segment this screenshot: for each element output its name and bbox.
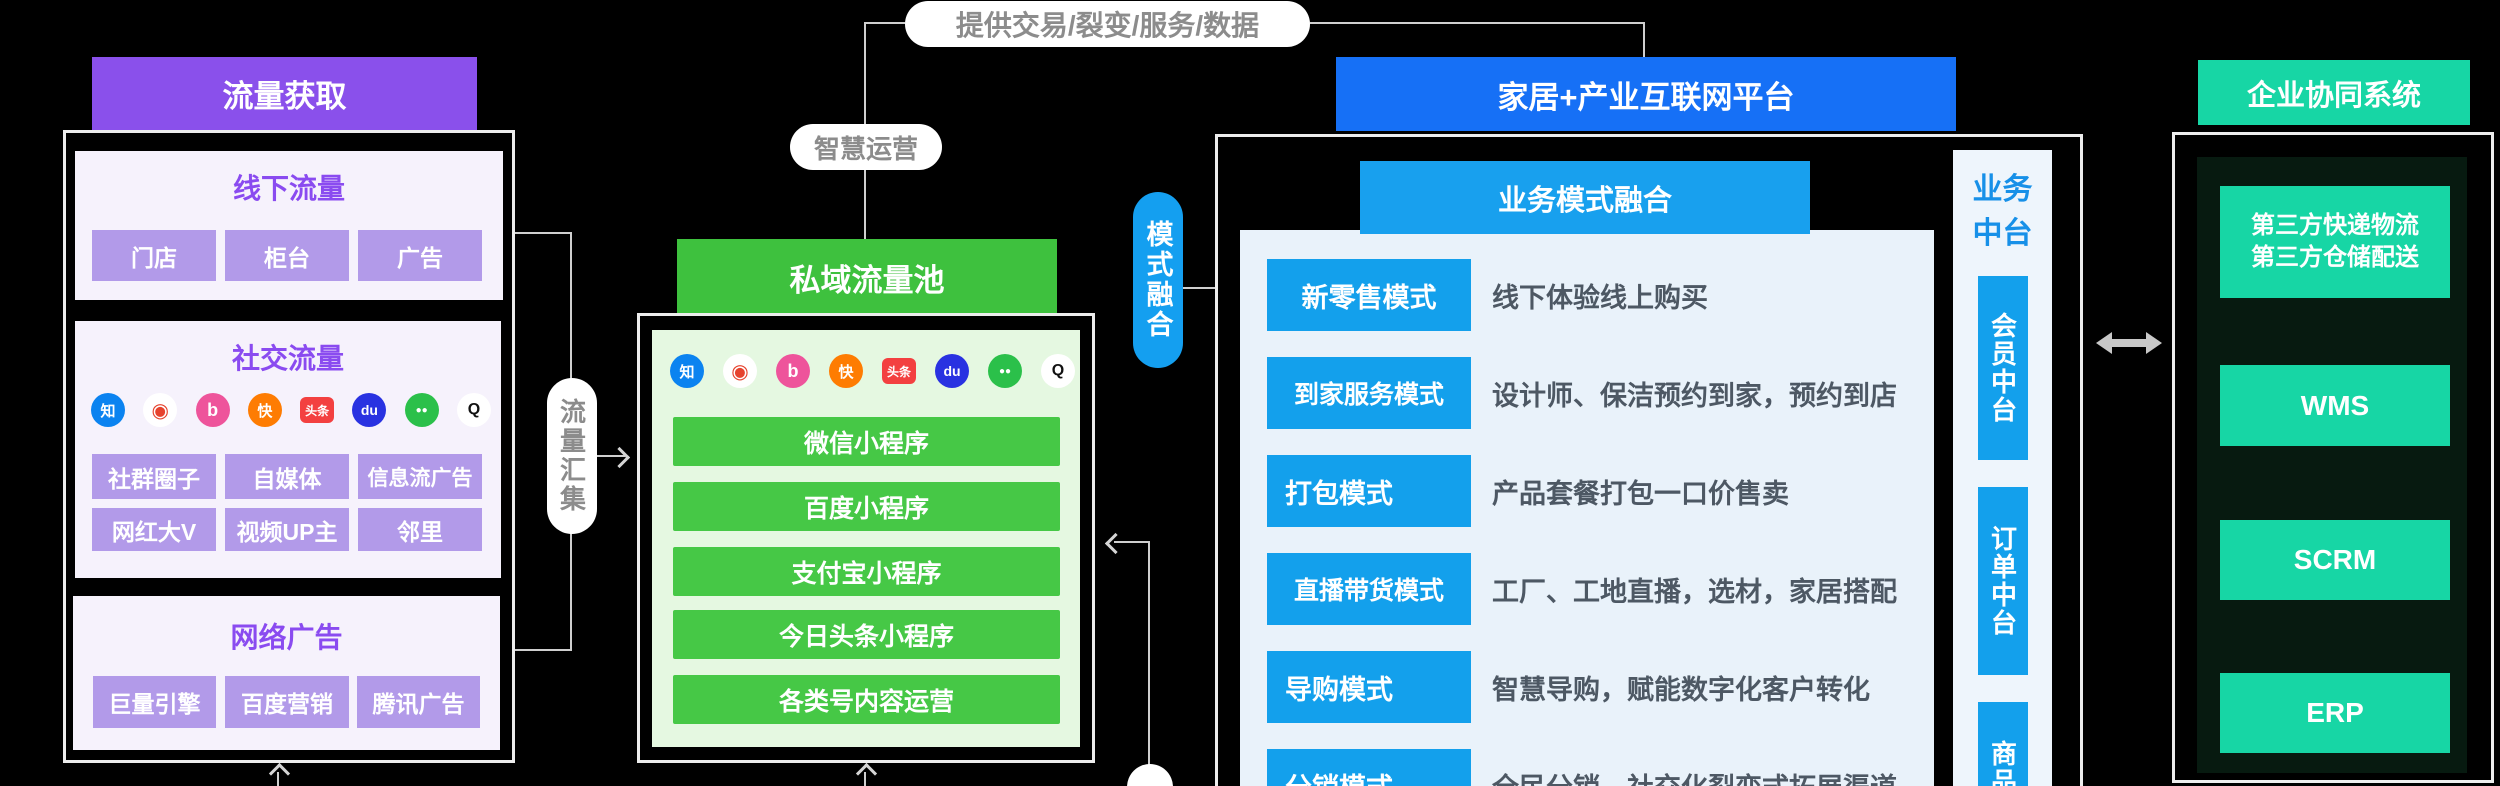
exchange-arrow-right-icon: [2146, 332, 2162, 354]
industry-platform-container: 业务模式融合 新零售模式 线下体验线上购买 到家服务模式 设计师、保洁预约到家，…: [1215, 134, 2083, 786]
bundle-node: 打包模式: [1267, 455, 1471, 527]
home-service-desc: 设计师、保洁预约到家，预约到店: [1492, 380, 1897, 411]
smart-operations-pill: 智慧运营: [790, 124, 942, 170]
alipay-miniprogram-node: 支付宝小程序: [673, 547, 1060, 596]
connector-platform-drop: [1643, 22, 1645, 57]
livestream-node: 直播带货模式: [1267, 553, 1471, 625]
home-service-node: 到家服务模式: [1267, 357, 1471, 429]
member-center-node: 会员中台: [1978, 276, 2028, 460]
wechat-icon: ●●: [404, 393, 439, 427]
social-traffic-title: 社交流量: [231, 343, 344, 374]
new-retail-node: 新零售模式: [1267, 259, 1471, 331]
return-line-vertical: [1148, 542, 1150, 770]
scrm-node: SCRM: [2220, 520, 2450, 600]
arrow-to-pool-head-icon: [608, 446, 631, 469]
product-center-node: 商品中台: [1978, 702, 2028, 786]
erp-node: ERP: [2220, 673, 2450, 753]
baidu-marketing-node: 百度营销: [225, 676, 349, 728]
toutiao-miniprogram-node: 今日头条小程序: [673, 610, 1060, 659]
logistics-line2: 第三方仓储配送: [2251, 244, 2419, 271]
ads-node: 广告: [358, 230, 482, 281]
left-up-arrow-stem: [277, 772, 279, 786]
new-retail-desc: 线下体验线上购买: [1492, 282, 1708, 313]
qq-icon: Q: [1041, 354, 1075, 388]
online-ads-group: 网络广告 巨量引擎 百度营销 腾讯广告: [73, 596, 500, 750]
kuaishou-icon: 快: [829, 354, 863, 388]
mode-fusion-pill: 模式融合: [1133, 192, 1183, 368]
self-media-node: 自媒体: [225, 454, 349, 499]
flow-collect-pill: 流量汇集: [547, 378, 597, 534]
neighborhood-node: 邻里: [358, 508, 482, 551]
middle-up-arrow-stem: [864, 772, 866, 786]
juliang-engine-node: 巨量引擎: [93, 676, 216, 728]
distribution-node: 分销模式: [1267, 749, 1471, 786]
community-circle-node: 社群圈子: [92, 454, 216, 499]
content-operation-node: 各类号内容运营: [673, 675, 1060, 724]
bracket-top: [515, 232, 572, 234]
weibo-icon: ◉: [723, 354, 757, 388]
influencer-node: 网红大V: [92, 508, 216, 551]
order-center-node: 订单中台: [1978, 487, 2028, 675]
wechat-icon: ●●: [988, 354, 1022, 388]
cutoff-pill: [1127, 764, 1173, 786]
zhihu-icon: 知: [91, 393, 125, 427]
kuaishou-icon: 快: [247, 393, 282, 427]
online-ads-title: 网络广告: [230, 622, 343, 653]
counter-node: 柜台: [225, 230, 349, 281]
qq-icon: Q: [456, 393, 491, 427]
exchange-arrow-left-icon: [2096, 332, 2112, 354]
bilibili-icon: b: [195, 393, 230, 427]
business-midplatform-column: 业务中台 会员中台 订单中台 商品中台: [1953, 150, 2052, 786]
private-pool-header: 私域流量池: [677, 239, 1057, 315]
toutiao-icon: 头条: [300, 397, 335, 423]
livestream-desc: 工厂、工地直播，选材，家居搭配: [1492, 576, 1897, 607]
feed-ads-node: 信息流广告: [358, 454, 482, 499]
connector-modepill-platform: [1183, 287, 1215, 289]
left-up-arrow-icon: [268, 762, 291, 785]
store-node: 门店: [92, 230, 216, 281]
return-line-horizontal: [1114, 541, 1150, 543]
bundle-desc: 产品套餐打包一口价售卖: [1492, 478, 1789, 509]
zhihu-icon: 知: [670, 354, 704, 388]
industry-platform-header: 家居+产业互联网平台: [1336, 57, 1956, 131]
wechat-miniprogram-node: 微信小程序: [673, 417, 1060, 466]
video-uploader-node: 视频UP主: [225, 508, 349, 551]
enterprise-system-panel: 第三方快递物流 第三方仓储配送 WMS SCRM ERP: [2197, 157, 2467, 773]
traffic-acquisition-header: 流量获取: [92, 57, 477, 130]
logistics-line1: 第三方快递物流: [2251, 211, 2419, 239]
third-party-logistics-node: 第三方快递物流 第三方仓储配送: [2220, 186, 2450, 298]
business-model-fusion-header: 业务模式融合: [1360, 161, 1810, 234]
guide-node: 导购模式: [1267, 651, 1471, 723]
baidu-icon: du: [352, 393, 387, 427]
middle-up-arrow-icon: [855, 762, 878, 785]
bilibili-icon: b: [776, 354, 810, 388]
toutiao-icon: 头条: [882, 358, 916, 384]
enterprise-system-container: 第三方快递物流 第三方仓储配送 WMS SCRM ERP: [2172, 132, 2494, 783]
tencent-ads-node: 腾讯广告: [357, 676, 480, 728]
arrow-to-pool-left-head-icon: [1104, 532, 1127, 555]
connector-toppill-left: [864, 22, 905, 24]
baidu-miniprogram-node: 百度小程序: [673, 482, 1060, 531]
enterprise-system-header: 企业协同系统: [2198, 60, 2470, 125]
baidu-icon: du: [935, 354, 969, 388]
business-midplatform-title: 业务中台: [1972, 173, 2033, 250]
guide-desc: 智慧导购，赋能数字化客户转化: [1492, 674, 1870, 705]
top-services-pill: 提供交易/裂变/服务/数据: [905, 1, 1310, 47]
wms-node: WMS: [2220, 365, 2450, 446]
exchange-arrow-bar: [2110, 339, 2148, 347]
bracket-bottom: [515, 649, 572, 651]
connector-toppill-right: [1310, 22, 1645, 24]
offline-traffic-group: 线下流量 门店 柜台 广告: [75, 151, 503, 300]
distribution-desc: 全民分销，社交化裂变式拓展渠道: [1492, 749, 1897, 786]
weibo-icon: ◉: [143, 393, 178, 427]
offline-traffic-title: 线下流量: [232, 173, 345, 204]
arrow-to-pool-stem: [597, 455, 625, 457]
